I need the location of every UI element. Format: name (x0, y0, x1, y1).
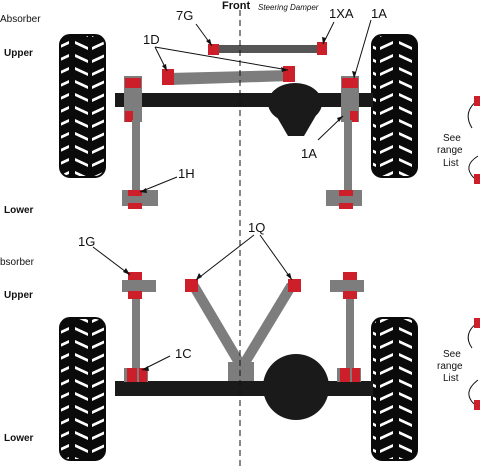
callout-1a-top: 1A (371, 6, 387, 21)
see-range-list-top-2: range (437, 145, 463, 156)
rear-differential (263, 354, 329, 420)
see-range-list-top-1: See (443, 133, 461, 144)
callout-7g: 7G (176, 8, 193, 23)
panhard-rod (168, 70, 290, 85)
front-differential-nose (274, 112, 318, 136)
upper-link-left (186, 283, 246, 364)
lower-label-top: Lower (4, 205, 34, 216)
upper-link-right (238, 283, 299, 364)
see-range-list-top-3: List (443, 158, 459, 169)
callout-1h: 1H (178, 166, 195, 181)
upper-label-bottom: Upper (4, 290, 33, 301)
see-range-list-bottom-2: range (437, 361, 463, 372)
bush-1c-left-b (139, 368, 147, 382)
upper-label-top: Upper (4, 48, 33, 59)
lower-label-bottom: Lower (4, 433, 34, 444)
leader-lines (92, 19, 479, 405)
callout-1xa: 1XA (329, 6, 354, 21)
front-label: Front (222, 0, 250, 12)
bush-1d-right (283, 66, 295, 82)
callout-1q: 1Q (248, 220, 265, 235)
bush-1h-left (128, 190, 142, 196)
bush-1a-right (342, 78, 358, 88)
callout-1a-mid: 1A (301, 146, 317, 161)
leader-arrowheads (123, 37, 356, 371)
rear-axle-assembly (59, 272, 418, 461)
front-axle-assembly (59, 34, 418, 209)
bush-lower-right (339, 190, 353, 196)
bush-1h-left-b (128, 203, 142, 209)
bush-1g-left (128, 272, 142, 280)
see-range-list-bottom-3: List (443, 373, 459, 384)
upper-mount-rear-left (122, 280, 156, 292)
steering-damper (214, 45, 322, 53)
tyre-rear-right (371, 317, 418, 461)
edge-bush-bottom-2 (474, 400, 480, 410)
bush-7g (208, 44, 219, 55)
upper-mount-rear-right (330, 280, 364, 292)
bush-1g-left-b (128, 291, 142, 299)
absorber-label-bottom: bsorber (0, 257, 35, 268)
bush-lower-rear-right-b (352, 368, 360, 382)
callout-1c: 1C (175, 346, 192, 361)
tyre-front-left (59, 34, 106, 178)
see-range-list-bottom-1: See (443, 349, 461, 360)
bush-1a-right-lower (350, 111, 358, 122)
edge-bush-top-1 (474, 96, 480, 106)
bush-1a-left (125, 78, 141, 88)
edge-bush-top-2 (474, 174, 480, 184)
bush-1a-left-lower (125, 111, 133, 122)
bush-1c-left (127, 368, 137, 382)
bush-1d-left (162, 69, 174, 85)
bush-1q-right (288, 279, 301, 292)
bush-lower-right-b (339, 203, 353, 209)
shock-rear-right (346, 290, 354, 372)
callout-1d: 1D (143, 32, 160, 47)
front-axle-bar (115, 93, 373, 107)
v-link-bracket (228, 362, 254, 382)
edge-bush-bottom-1 (474, 318, 480, 328)
shock-front-left (132, 120, 140, 192)
bush-lower-rear-right (340, 368, 350, 382)
tyre-rear-left (59, 317, 106, 461)
callout-1g: 1G (78, 234, 95, 249)
bush-upper-rear-right-b (343, 291, 357, 299)
tyre-front-right (371, 34, 418, 178)
steering-damper-label: Steering Damper (258, 3, 319, 12)
shock-front-right (344, 120, 352, 192)
absorber-label-top: Absorber (0, 14, 41, 25)
bush-1xa (317, 42, 327, 55)
shock-rear-left (132, 290, 140, 372)
rear-axle-bar (115, 381, 373, 396)
bush-upper-rear-right (343, 272, 357, 280)
bush-1q-left (185, 279, 198, 292)
